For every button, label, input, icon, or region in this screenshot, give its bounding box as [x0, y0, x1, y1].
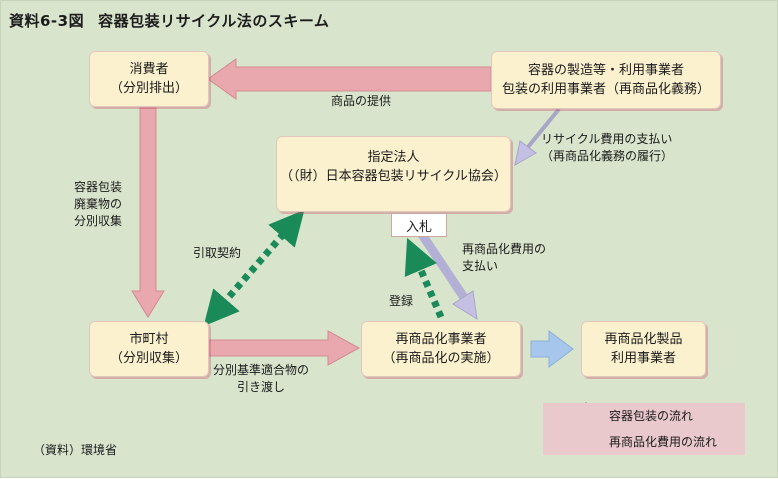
- label-separate-collection-line3: 分別収集: [74, 214, 123, 228]
- legend: [543, 403, 745, 455]
- consumer-label: 消費者: [129, 62, 169, 77]
- arrow-registration: [404, 237, 445, 319]
- product-user-label: 再商品化製品: [604, 332, 683, 347]
- label-recycle-fee-line2: （再商品化義務の履行）: [541, 149, 674, 163]
- arrow-recycle-fee-head: [514, 140, 537, 166]
- label-handover-line2: 引き渡し: [237, 380, 286, 394]
- label-registration: 登録: [389, 294, 414, 308]
- consumer-box: 消費者 （分別排出）: [89, 51, 209, 107]
- bid-box: 入札: [391, 213, 447, 237]
- label-separate-collection: 容器包装 廃棄物の 分別収集: [74, 179, 122, 230]
- product-user-sub: 利用事業者: [610, 351, 676, 366]
- label-goods-supply: 商品の提供: [331, 94, 392, 108]
- recycler-label: 再商品化事業者: [395, 332, 487, 347]
- bid-label: 入札: [405, 219, 432, 235]
- label-fee-payment: 再商品化費用の 支払い: [462, 241, 546, 275]
- arrow-contract: [203, 209, 305, 327]
- consumer-sub: （分別排出）: [109, 81, 188, 96]
- label-recycle-fee-line1: リサイクル費用の支払い: [541, 132, 673, 146]
- designated-body-sub: （（財）日本容器包装リサイクル協会）: [280, 169, 507, 184]
- legend-label-package: 容器包装の流れ: [609, 409, 694, 423]
- legend-label-fee: 再商品化費用の流れ: [609, 435, 718, 449]
- arrow-to-product-user: [530, 330, 574, 368]
- municipality-sub: （分別収集）: [109, 351, 188, 366]
- label-recycle-fee: リサイクル費用の支払い （再商品化義務の履行）: [541, 131, 673, 165]
- figure-number: 資料6-3図: [9, 12, 85, 30]
- arrow-fee-payment-head: [452, 290, 478, 320]
- label-separate-collection-line1: 容器包装: [74, 180, 123, 194]
- product-user-box: 再商品化製品 利用事業者: [581, 321, 706, 377]
- arrow-recycle-fee: [526, 107, 561, 149]
- label-fee-payment-line1: 再商品化費用の: [462, 242, 547, 256]
- figure-title: 容器包装リサイクル法のスキーム: [98, 12, 330, 30]
- recycler-sub: （再商品化の実施）: [382, 351, 500, 366]
- label-contract: 引取契約: [193, 246, 242, 260]
- label-fee-payment-line2: 支払い: [462, 259, 499, 273]
- arrow-fee-payment: [417, 230, 469, 302]
- label-handover-line1: 分別基準適合物の: [213, 363, 310, 377]
- label-separate-collection-line2: 廃棄物の: [74, 197, 123, 211]
- manufacturer-label: 容器の製造等・利用事業者: [527, 63, 684, 78]
- designated-body-box: 指定法人 （（財）日本容器包装リサイクル協会）: [276, 136, 511, 212]
- manufacturer-box: 容器の製造等・利用事業者 包装の利用事業者（再商品化義務）: [491, 51, 721, 109]
- arrow-goods-supply: [207, 58, 492, 100]
- label-handover: 分別基準適合物の 引き渡し: [213, 362, 309, 396]
- manufacturer-sub: 包装の利用事業者（再商品化義務）: [501, 82, 710, 97]
- recycler-box: 再商品化事業者 （再商品化の実施）: [361, 321, 521, 377]
- arrow-handover: [207, 330, 361, 366]
- municipality-label: 市町村: [129, 332, 169, 347]
- municipality-box: 市町村 （分別収集）: [89, 321, 209, 377]
- arrow-separate-collection: [131, 107, 165, 318]
- designated-body-label: 指定法人: [367, 150, 420, 165]
- diagram-title: 資料6-3図容器包装リサイクル法のスキーム: [9, 10, 329, 31]
- source-note: （資料）環境省: [33, 443, 118, 457]
